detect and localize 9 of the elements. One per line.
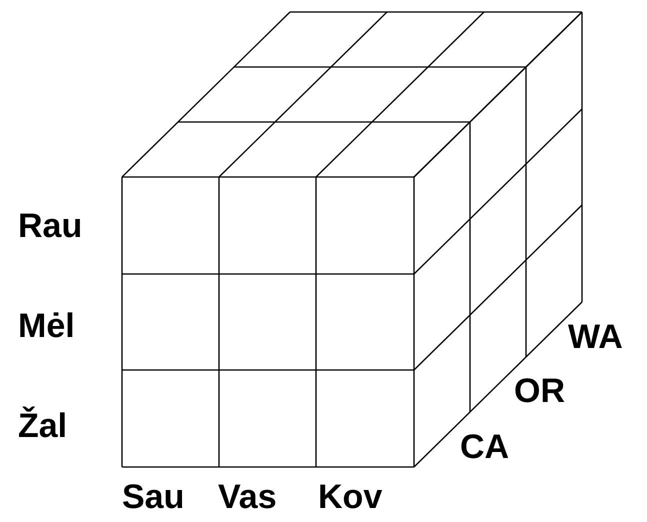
axis-label: Žal — [18, 407, 68, 445]
axis-label: Sau — [122, 478, 184, 516]
axis-label: OR — [514, 372, 565, 410]
axis-label: Kov — [318, 478, 382, 516]
axis-label: Rau — [18, 207, 82, 245]
axis-label: CA — [460, 428, 510, 466]
axis-label: WA — [568, 318, 623, 356]
axis-label: Vas — [218, 478, 277, 516]
axis-label: Mėl — [18, 307, 75, 345]
